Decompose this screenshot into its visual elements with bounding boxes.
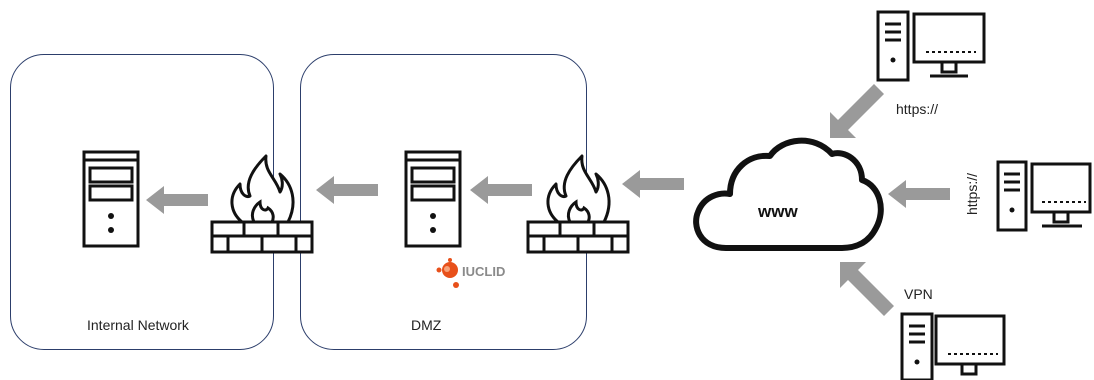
iuclid-logo: IUCLID <box>436 258 505 290</box>
cloud-label: www <box>758 202 798 221</box>
right-client-computer-icon <box>996 160 1092 234</box>
arrow-top-client-to-cloud <box>830 84 884 138</box>
internal-server-icon <box>82 150 140 248</box>
internal-network-zone: Internal Network <box>10 54 274 350</box>
arrow-cloud-to-firewall <box>622 170 684 198</box>
arrow-right-client-to-cloud <box>888 180 950 208</box>
arrow-bottom-client-to-cloud <box>840 262 894 316</box>
internet-cloud-icon: www <box>686 130 886 260</box>
firewall-internal-icon <box>210 152 314 256</box>
bottom-client-computer-icon <box>900 312 1008 380</box>
arrow-firewall-to-internal-server <box>146 186 208 214</box>
top-client-computer-icon <box>876 10 988 82</box>
internal-network-label: Internal Network <box>87 317 189 333</box>
iuclid-logo-text: IUCLID <box>462 264 506 279</box>
firewall-dmz-icon <box>526 152 630 256</box>
arrow-dmz-to-firewall <box>316 176 378 204</box>
right-client-protocol-label: https:// <box>964 172 981 216</box>
dmz-server-icon <box>404 150 462 248</box>
bottom-client-protocol-label: VPN <box>904 286 933 302</box>
dmz-label: DMZ <box>411 317 442 333</box>
arrow-firewall-to-dmz-server <box>470 176 532 204</box>
top-client-protocol-label: https:// <box>896 101 939 117</box>
dmz-zone: DMZ <box>300 54 587 350</box>
